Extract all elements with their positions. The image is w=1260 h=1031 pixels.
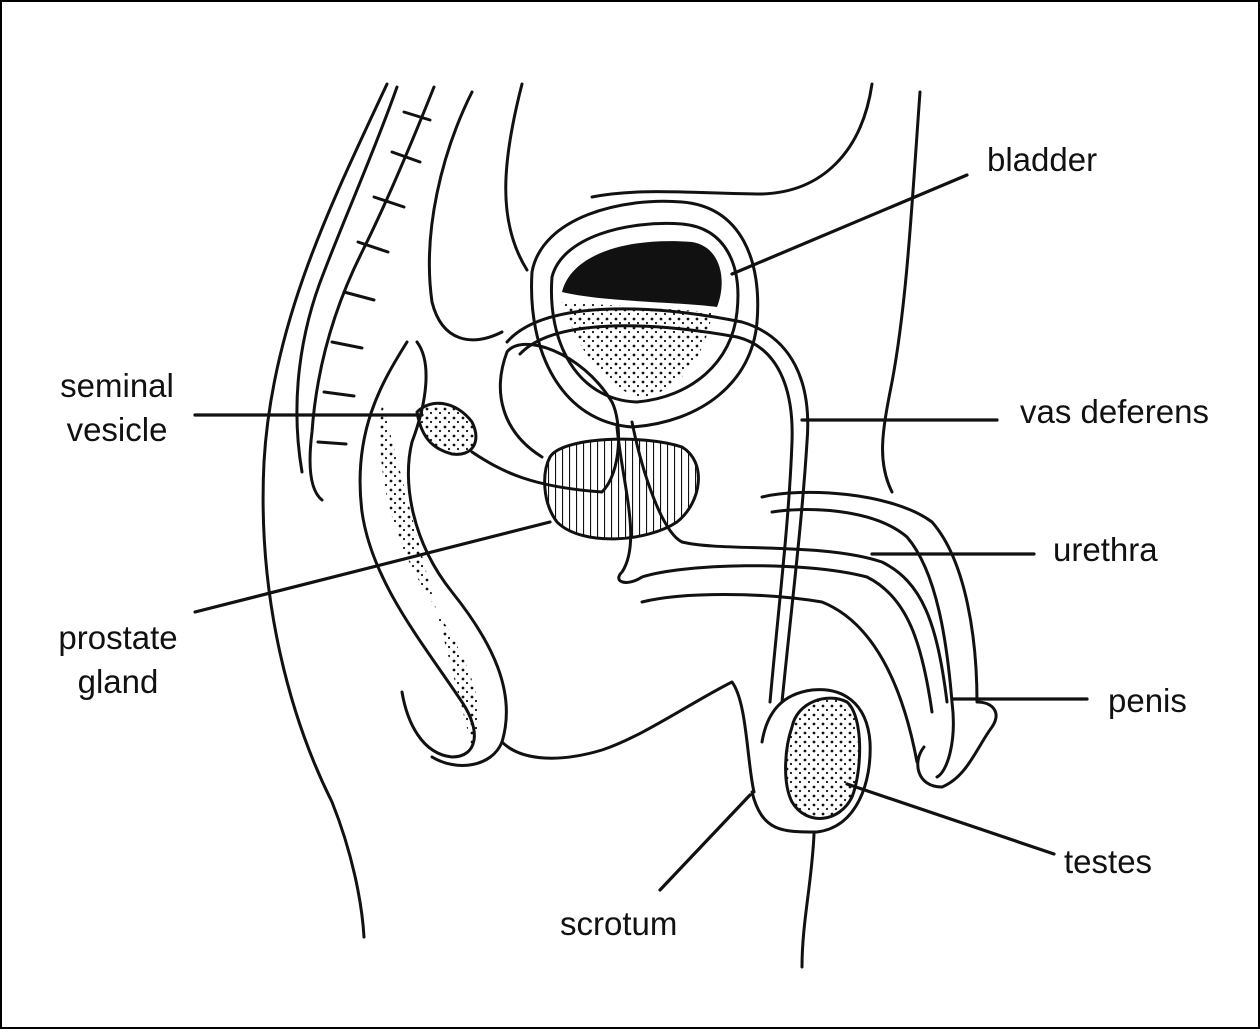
testis [786, 698, 860, 818]
label-seminal-vesicle-line2: vesicle [42, 408, 192, 452]
label-prostate-line2: gland [42, 660, 194, 704]
label-vas-deferens: vas deferens [1020, 390, 1209, 434]
label-penis: penis [1108, 679, 1187, 723]
front-body-wall [883, 92, 920, 492]
leader-scrotum [660, 795, 750, 890]
label-bladder: bladder [987, 138, 1097, 182]
abdomen-ureter [506, 84, 527, 270]
leader-prostate [195, 522, 550, 612]
leader-bladder [732, 175, 967, 274]
label-urethra: urethra [1053, 528, 1158, 572]
perineum [502, 682, 754, 792]
back-outline [263, 84, 387, 937]
seminal-vesicle [417, 403, 476, 454]
label-scrotum: scrotum [560, 902, 677, 946]
label-testes: testes [1064, 840, 1152, 884]
label-prostate-line1: prostate [42, 616, 194, 660]
label-seminal-vesicle-line1: seminal [42, 364, 192, 408]
leader-testes [847, 784, 1054, 854]
abdomen-left-fold [429, 92, 502, 340]
abdomen-right-wall [592, 84, 872, 197]
